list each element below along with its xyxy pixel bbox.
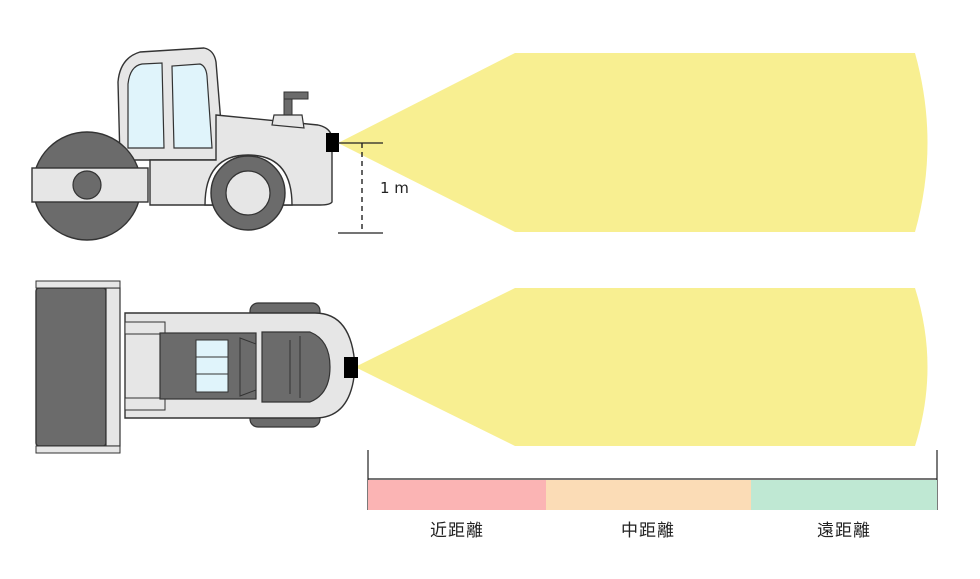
cab-window-left <box>127 62 165 149</box>
sensor-beam-top <box>355 288 928 446</box>
height-label: 1 m <box>380 179 409 197</box>
drum-frame-top-view <box>105 287 121 447</box>
cab-seat <box>239 337 257 397</box>
drum-hub <box>72 170 102 200</box>
hood-intake <box>271 114 305 129</box>
zone-bar-mid <box>546 480 751 510</box>
top-view <box>35 280 928 454</box>
side-view <box>31 47 928 241</box>
sensor-beam-side <box>338 53 928 232</box>
zone-bar-near <box>368 480 546 510</box>
zone-label-mid: 中距離 <box>621 521 675 541</box>
exhaust-cap <box>283 91 309 100</box>
cab-window-right <box>171 63 213 149</box>
sensor-side <box>326 133 339 152</box>
zone-label-near: 近距離 <box>430 521 484 541</box>
range-scale <box>367 450 938 510</box>
hood-top <box>261 331 331 403</box>
cab-window-top-view <box>195 339 229 393</box>
sensor-top <box>344 357 358 378</box>
frame-arm-upper <box>124 321 166 335</box>
zone-bar-far <box>751 480 937 510</box>
drum-top-view <box>35 287 107 447</box>
rear-wheel-hub <box>225 170 271 216</box>
frame-arm-lower <box>124 397 166 411</box>
zone-label-far: 遠距離 <box>817 521 871 541</box>
